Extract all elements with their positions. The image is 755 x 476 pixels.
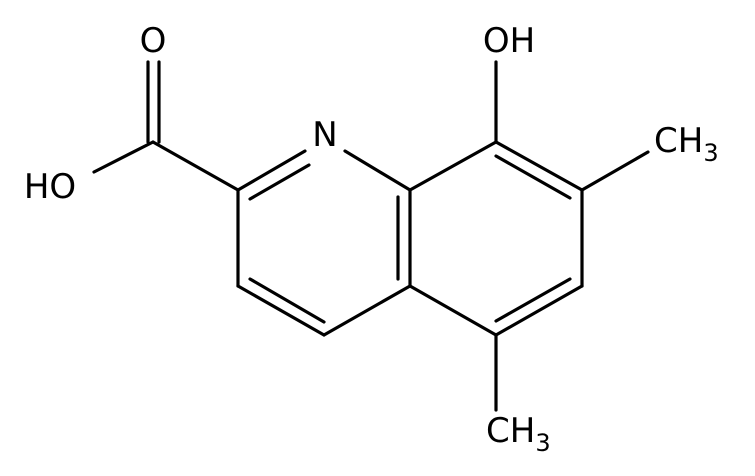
bond-c8-c7 [494,140,584,192]
bond-c4-c4a [322,284,412,337]
methyl-7-label: CH3 [654,121,719,167]
bond-c5-c4a [408,284,498,337]
bond-c3-c4-inner [248,277,326,324]
bond-c2-n1-inner [248,163,311,201]
bond-c6-c5 [494,284,584,337]
bond-cooh-c2 [151,140,240,192]
acid-hydroxyl-label: HO [24,167,76,207]
bond-n1-c8a [343,149,412,192]
phenol-hydroxyl-label: OH [483,21,535,61]
methyl-7-main: CH [654,121,703,161]
methyl-7-subscript: 3 [703,139,718,167]
bonds [92,60,650,412]
ring-nitrogen-label: N [312,115,337,155]
bond-c2-n1 [236,149,307,192]
bond-c3-c4 [236,284,326,337]
methyl-5-main: CH [486,411,535,451]
bond-c-oh [92,140,155,174]
carbonyl-oxygen-label: O [140,21,167,61]
bond-c6-c5-inner [494,277,572,323]
methyl-5-subscript: 3 [535,429,550,457]
atom-labels: O HO N OH CH3 CH3 [24,21,719,457]
bond-c8-c7-inner [494,154,572,200]
bond-c7-ch3 [580,150,650,192]
bond-c8a-c8 [408,140,498,192]
methyl-5-label: CH3 [486,411,551,457]
